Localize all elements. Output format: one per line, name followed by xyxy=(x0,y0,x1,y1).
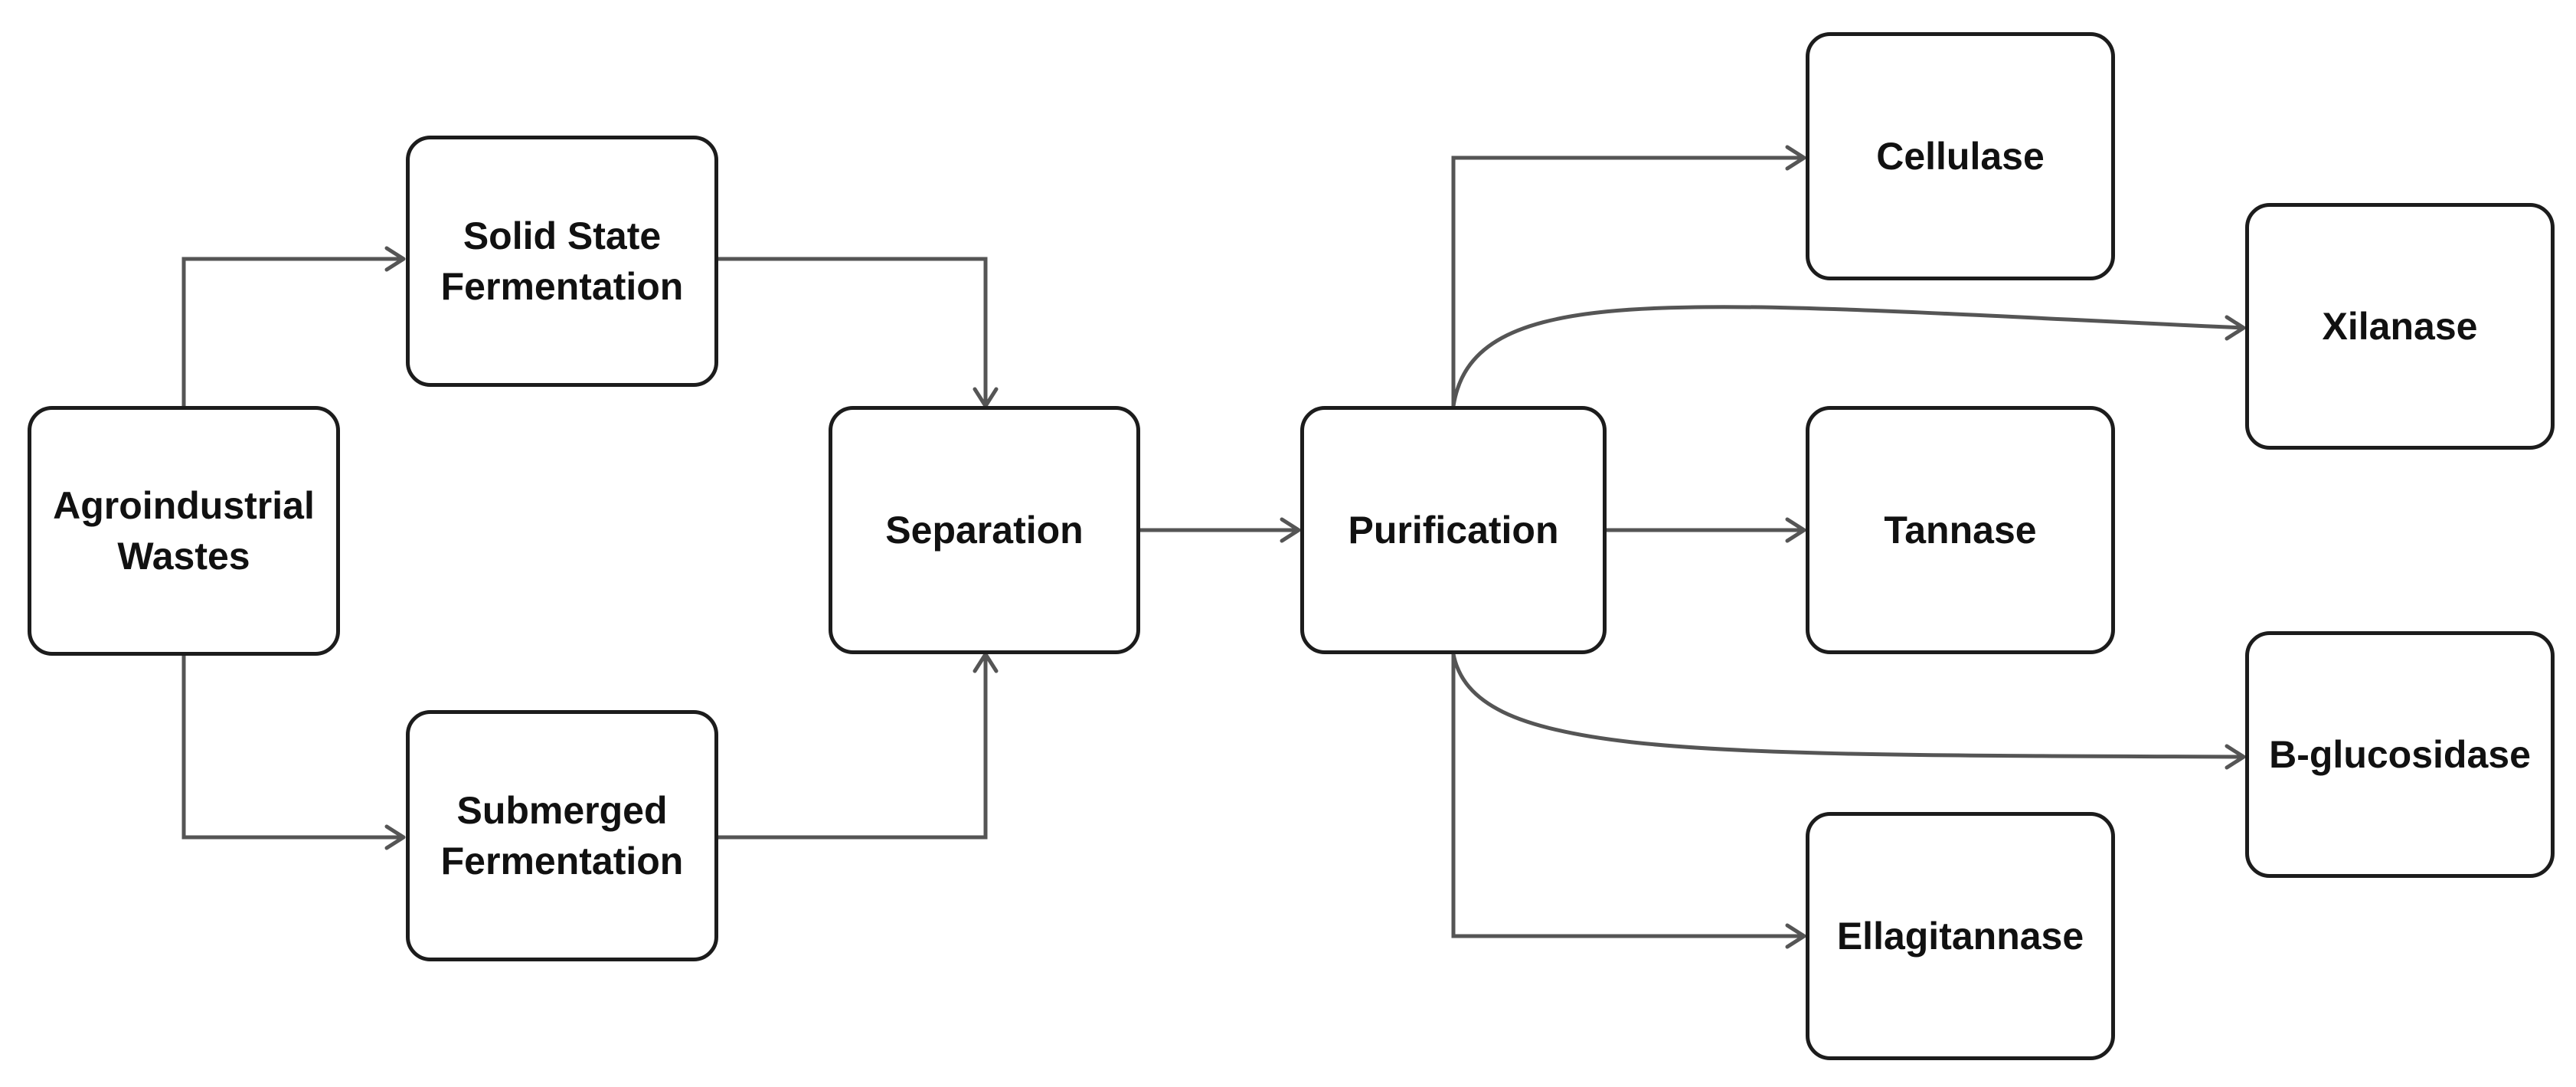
node-purification-label: Purification xyxy=(1348,509,1559,552)
node-ellagitannase: Ellagitannase xyxy=(1806,812,2115,1060)
arrowhead-separation-bottom xyxy=(973,652,999,673)
node-solid-state-fermentation-label: Solid State Fermentation xyxy=(440,214,684,308)
node-b-glucosidase: B-glucosidase xyxy=(2245,631,2555,878)
edge-purification-to-ellagitannase xyxy=(1451,654,1804,938)
edge-agro-to-submerged xyxy=(181,656,404,840)
node-tannase-label: Tannase xyxy=(1884,509,2037,552)
edge-purification-to-xilanase xyxy=(1451,305,2244,407)
node-cellulase: Cellulase xyxy=(1806,32,2115,280)
node-b-glucosidase-label: B-glucosidase xyxy=(2269,733,2531,776)
node-tannase: Tannase xyxy=(1806,406,2115,654)
edge-solid-state-to-separation xyxy=(718,257,988,406)
arrowhead-purification xyxy=(1280,517,1301,543)
arrowhead-tannase xyxy=(1785,517,1806,543)
edge-purification-to-cellulase xyxy=(1451,156,1804,406)
node-purification: Purification xyxy=(1300,406,1607,654)
arrowhead-ellagitannase xyxy=(1785,923,1806,949)
edge-submerged-to-separation xyxy=(718,654,988,840)
edge-agro-to-solid-state xyxy=(181,257,404,406)
node-agroindustrial-wastes: Agroindustrial Wastes xyxy=(28,406,340,656)
node-submerged-fermentation: Submerged Fermentation xyxy=(406,710,718,961)
node-separation: Separation xyxy=(829,406,1140,654)
node-xilanase-label: Xilanase xyxy=(2322,305,2478,348)
arrowhead-xilanase xyxy=(2225,315,2246,341)
node-separation-label: Separation xyxy=(885,509,1084,552)
node-submerged-fermentation-label: Submerged Fermentation xyxy=(440,789,684,882)
node-cellulase-label: Cellulase xyxy=(1876,135,2045,178)
node-solid-state-fermentation: Solid State Fermentation xyxy=(406,136,718,387)
edge-purification-to-b-glucosidase xyxy=(1451,653,2244,759)
arrowhead-solid-state xyxy=(384,246,406,272)
node-xilanase: Xilanase xyxy=(2245,203,2555,450)
arrowhead-submerged xyxy=(384,824,406,850)
node-agroindustrial-wastes-label: Agroindustrial Wastes xyxy=(53,484,315,578)
node-ellagitannase-label: Ellagitannase xyxy=(1836,915,2084,958)
arrowhead-cellulase xyxy=(1785,145,1806,171)
arrowhead-b-glucosidase xyxy=(2225,744,2246,770)
